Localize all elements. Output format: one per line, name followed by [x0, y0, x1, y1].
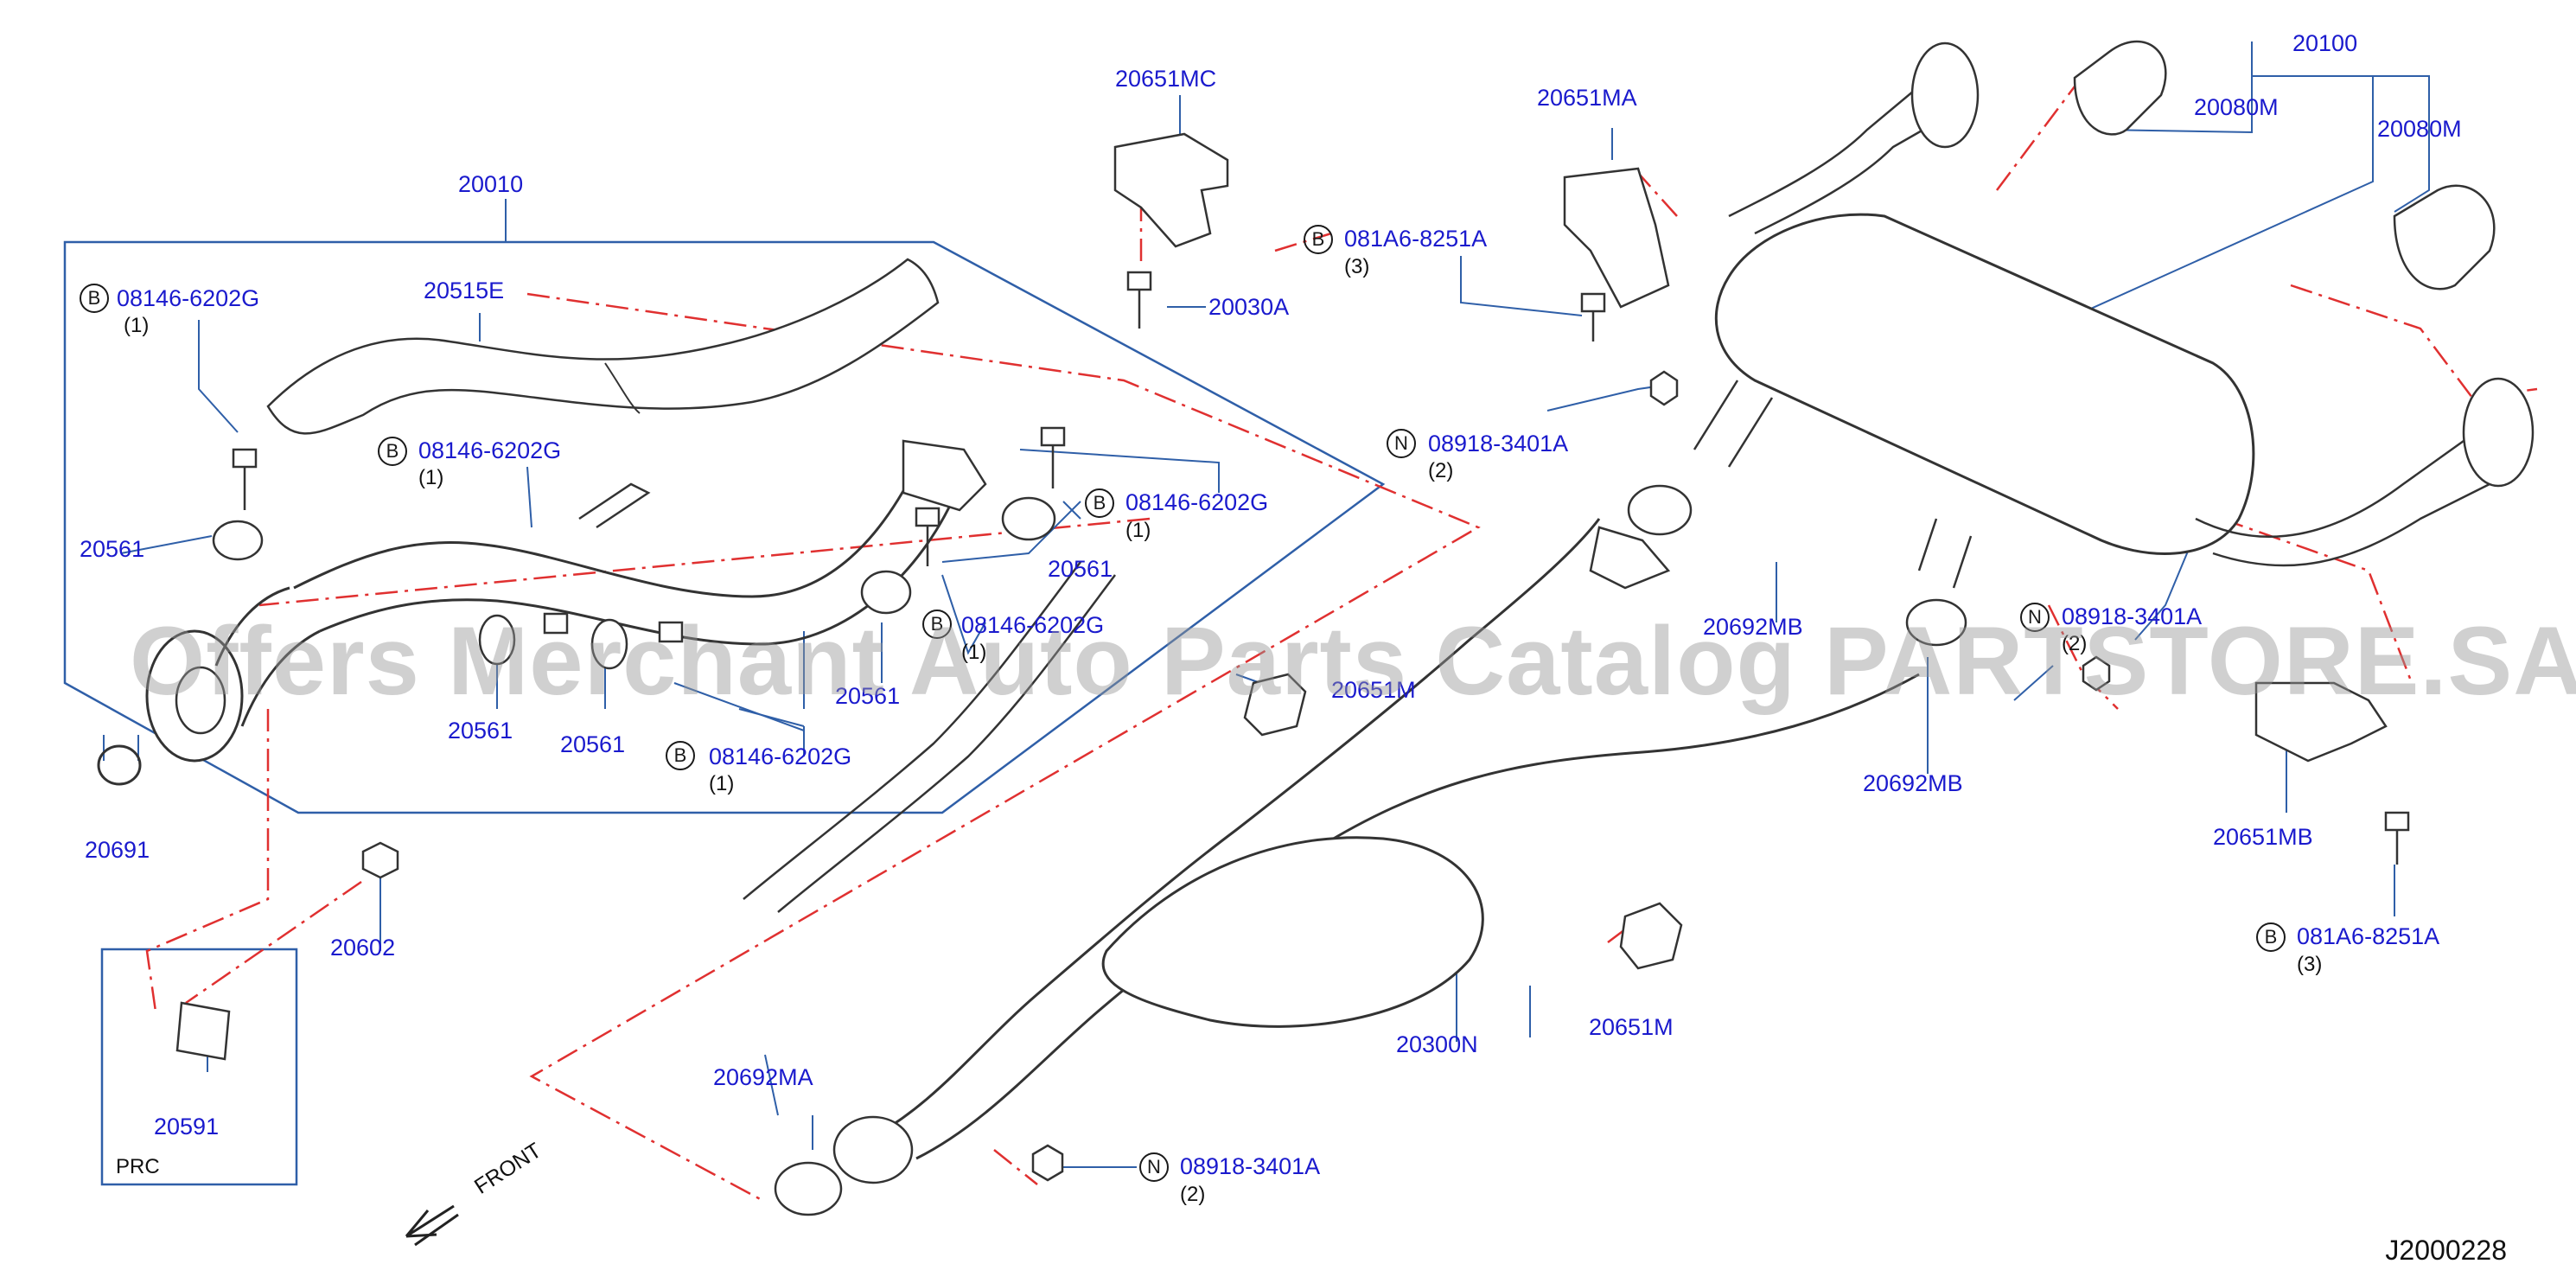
gasket-20692MB-a	[1627, 484, 1693, 536]
qty-10: (2)	[1180, 1183, 1206, 1206]
prc-box	[100, 948, 298, 1186]
badge-n-1: N	[1387, 429, 1416, 458]
gasket-20692MB-b	[1905, 598, 1967, 647]
qty-6: (3)	[1344, 255, 1370, 278]
center-pipe-20300N-resonator	[1101, 836, 1484, 1028]
label-20300N: 20300N	[1396, 1031, 1478, 1057]
label-20692MA: 20692MA	[713, 1064, 813, 1090]
label-20561-c: 20561	[835, 683, 901, 709]
leader-lines	[103, 41, 2430, 1168]
bracket-20651MB	[2254, 681, 2388, 763]
label-20561-e: 20561	[560, 731, 626, 757]
badge-b-1: B	[80, 284, 109, 313]
front-arrow	[405, 1204, 459, 1247]
label-08146-6202G-4: 08146-6202G	[961, 612, 1105, 638]
bracket-20651MA	[1563, 167, 1670, 309]
label-20651MA: 20651MA	[1537, 85, 1637, 111]
flange-20692MA-front	[832, 1115, 914, 1184]
qty-4: (1)	[961, 641, 987, 664]
finisher-20080M-a	[2073, 40, 2167, 136]
bolt-group	[232, 271, 2410, 865]
gasket-20692MA	[774, 1161, 843, 1216]
badge-b-3: B	[1085, 488, 1114, 518]
label-08146-6202G-3: 08146-6202G	[1125, 489, 1269, 515]
label-20080M-a: 20080M	[2194, 94, 2279, 120]
label-08918-3401A-3: 08918-3401A	[1180, 1153, 1321, 1179]
center-pipe-20300N-upper	[864, 518, 1601, 1143]
tailpipe-tip-left-body	[1910, 41, 1980, 149]
hanger-20651M-a	[1243, 673, 1307, 737]
muffler-20100	[1714, 213, 2255, 555]
muffler-inlet-pipe-a	[1693, 380, 1774, 468]
diagram-code: J2000228	[2385, 1235, 2507, 1266]
front-pipe-opening	[175, 666, 226, 735]
qty-2: (1)	[418, 466, 444, 489]
badge-b-4: B	[922, 610, 952, 639]
qty-5: (1)	[709, 772, 735, 795]
heat-shield-20515E-edge	[604, 362, 641, 414]
front-pipe-body	[214, 586, 321, 727]
label-20561-d: 20561	[448, 718, 513, 744]
label-20561-a: 20561	[80, 536, 145, 562]
label-20602: 20602	[330, 935, 396, 961]
watermark: Offers Merchant Auto Parts Catalog PARTS…	[130, 607, 2576, 715]
badge-b-5: B	[666, 741, 695, 770]
label-20591: 20591	[154, 1114, 220, 1139]
label-08146-6202G-5: 08146-6202G	[709, 744, 852, 769]
hanger-20651M-b	[1619, 902, 1683, 970]
label-20010: 20010	[458, 171, 524, 197]
label-20030A: 20030A	[1208, 294, 1290, 320]
qty-9: (2)	[2062, 632, 2088, 655]
label-20692MB-a: 20692MB	[1703, 614, 1803, 640]
muffler-tailpipe-left	[1728, 86, 1954, 235]
label-20561-b: 20561	[1048, 556, 1113, 582]
label-20515E: 20515E	[424, 278, 505, 303]
label-20651M-b: 20651M	[1589, 1014, 1674, 1040]
label-08146-6202G-2: 08146-6202G	[418, 437, 562, 463]
label-20100: 20100	[2292, 30, 2358, 56]
nut-group	[1031, 370, 2111, 1182]
badge-n-3: N	[1139, 1152, 1169, 1182]
label-20691: 20691	[85, 837, 150, 863]
finisher-20080M-b	[2393, 184, 2496, 290]
label-20692MB-b: 20692MB	[1863, 770, 1963, 796]
assembly-20010-boundary	[63, 240, 1386, 814]
badge-b-7: B	[2256, 922, 2286, 952]
heat-shield-20515E	[266, 258, 940, 435]
label-20080M-b: 20080M	[2377, 116, 2462, 142]
qty-8: (2)	[1428, 459, 1454, 482]
qty-1: (1)	[124, 314, 150, 337]
label-08146-6202G-1: 08146-6202G	[117, 285, 260, 311]
bracket-20651MC	[1113, 132, 1229, 248]
tailpipe-tip-right-body	[2462, 377, 2535, 488]
muffler-tailpipe-right	[2195, 439, 2490, 567]
label-08918-3401A-2: 08918-3401A	[2062, 603, 2203, 629]
muffler-inlet-pipe-b	[1917, 518, 1973, 589]
prc-label: PRC	[116, 1155, 160, 1178]
label-08918-3401A-1: 08918-3401A	[1428, 431, 1569, 456]
front-pipe-upper	[293, 466, 918, 598]
flange-20692MB-upper	[1589, 526, 1671, 590]
gasket-20691	[97, 744, 142, 786]
front-pipe-rear-flange	[902, 439, 987, 512]
badge-n-2: N	[2020, 603, 2050, 632]
nut-20602	[361, 841, 399, 879]
qty-7: (3)	[2297, 953, 2323, 976]
label-20651MB: 20651MB	[2213, 824, 2313, 850]
badge-b-2: B	[378, 437, 407, 466]
clamp-group	[212, 496, 1056, 670]
label-20651MC: 20651MC	[1115, 66, 1217, 92]
qty-3: (1)	[1125, 519, 1151, 542]
badge-b-6: B	[1304, 225, 1333, 254]
label-20651M-a: 20651M	[1331, 677, 1416, 703]
label-081A6-8251A-1: 081A6-8251A	[1344, 226, 1488, 252]
front-pipe-stub	[578, 482, 651, 529]
center-pipe-20300N-front-branch	[743, 561, 1082, 900]
plate-20591	[175, 1001, 231, 1061]
center-pipe-20300N-front-branch-b	[777, 574, 1117, 913]
label-081A6-8251A-2: 081A6-8251A	[2297, 923, 2440, 949]
